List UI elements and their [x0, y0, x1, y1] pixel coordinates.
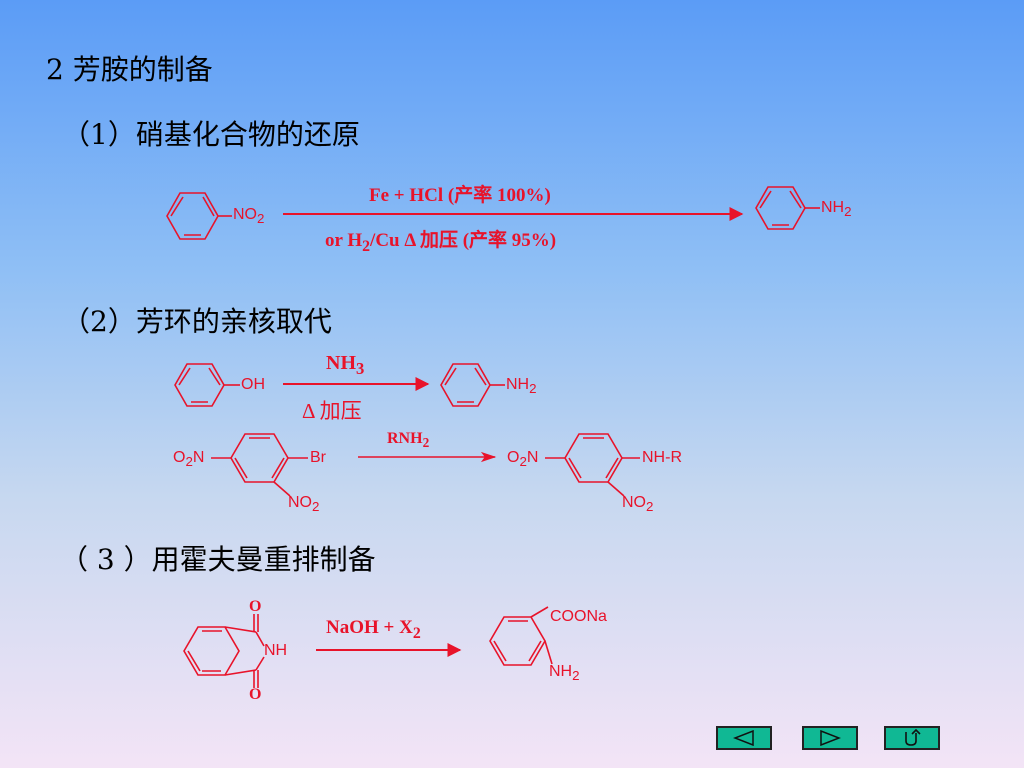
- reaction2-reagent: NH3: [326, 352, 365, 378]
- previous-button[interactable]: [716, 726, 772, 750]
- reaction3-reagent: RNH2: [387, 430, 430, 451]
- carbonyl-o-bottom: O: [249, 686, 262, 703]
- benzene-ring-aniline-2: [440, 363, 505, 407]
- benzene-ring-aniline-1: [755, 186, 820, 230]
- return-arrow-icon: [905, 729, 921, 746]
- section-heading-1: （1）硝基化合物的还原: [62, 118, 360, 151]
- reaction1-condition-top: Fe + HCl (产率 100%): [369, 185, 551, 206]
- benzene-ring-dinitroaniline: [545, 433, 640, 497]
- section-heading-3: （ 3 ）用霍夫曼重排制备: [60, 543, 376, 576]
- benzene-ring-dinitrobromobenzene: [211, 433, 308, 497]
- amino-group-label-1: NH2: [821, 199, 852, 220]
- triangle-left-icon: [733, 730, 754, 746]
- benzene-ring-anthranilate: [489, 606, 553, 666]
- carbonyl-o-top: O: [249, 598, 262, 615]
- o2n-label-left: O2N: [173, 449, 205, 470]
- triangle-right-icon: [820, 730, 841, 746]
- no2-label-left: NO2: [288, 494, 320, 515]
- nh-r-label: NH-R: [642, 449, 682, 466]
- hydroxyl-group-label: OH: [241, 376, 265, 393]
- benzene-ring-phenol: [174, 363, 240, 407]
- amino-group-label-2: NH2: [506, 376, 537, 397]
- nitro-group-label: NO2: [233, 206, 265, 227]
- o2n-label-right: O2N: [507, 449, 539, 470]
- phthalimide-structure: [183, 614, 265, 688]
- reaction4-reagent: NaOH + X2: [326, 617, 421, 642]
- reaction1-condition-bottom: or H2/Cu Δ 加压 (产率 95%): [325, 230, 557, 255]
- imide-nh-label: NH: [264, 642, 288, 659]
- no2-label-right: NO2: [622, 494, 654, 515]
- coona-label: COONa: [550, 608, 607, 625]
- benzene-ring-nitrobenzene: [166, 192, 232, 240]
- section-heading-2: （2）芳环的亲核取代: [62, 305, 332, 338]
- product-amino-label: NH2: [549, 663, 580, 684]
- next-button[interactable]: [802, 726, 858, 750]
- reaction2-condition: Δ 加压: [302, 399, 362, 423]
- bromo-label: Br: [310, 449, 326, 466]
- page-title: 2 芳胺的制备: [46, 53, 213, 86]
- return-button[interactable]: [884, 726, 940, 750]
